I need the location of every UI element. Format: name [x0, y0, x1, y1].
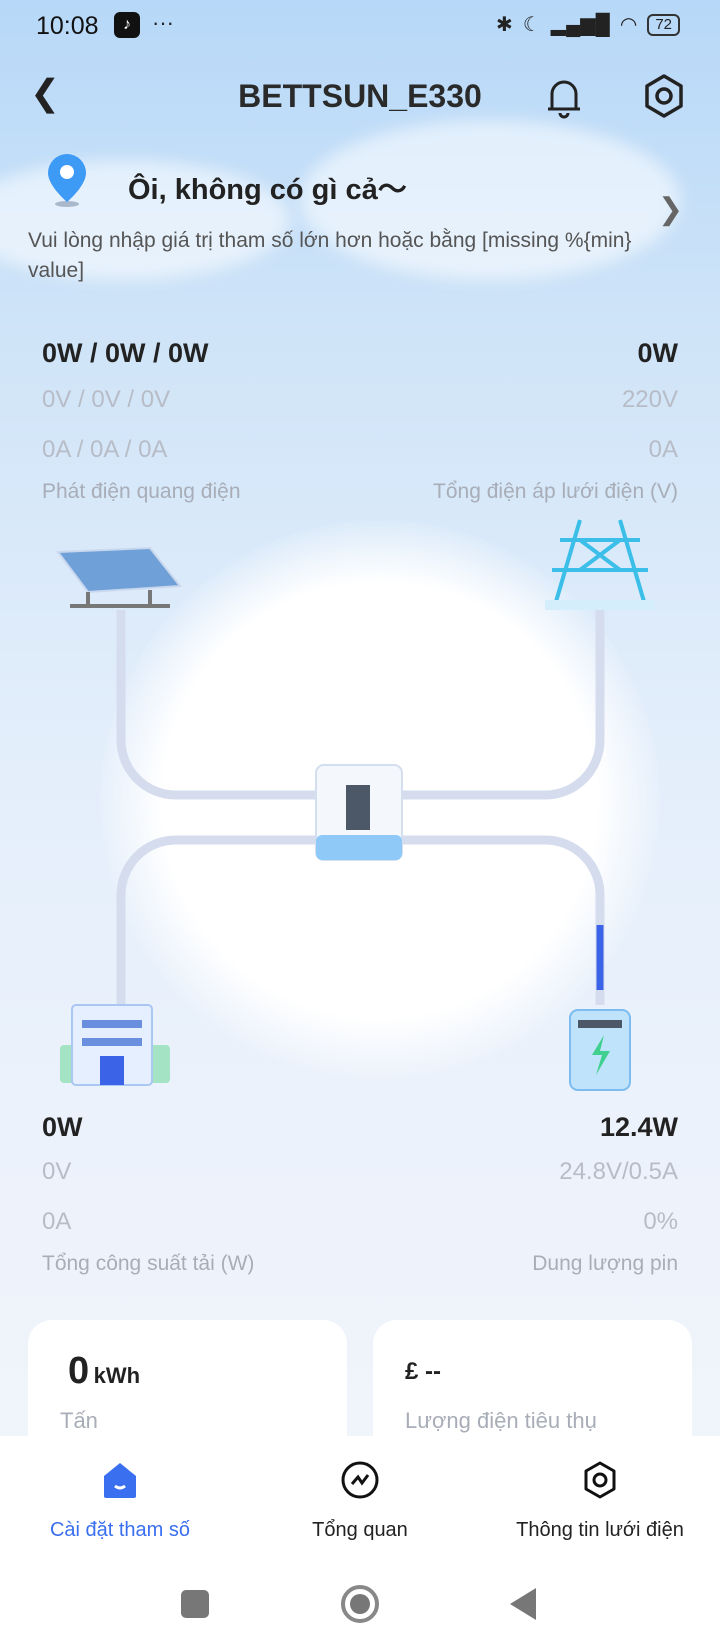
load-power: 0W	[42, 1112, 83, 1142]
battery-icon: 72	[647, 13, 680, 36]
tab-label: Tổng quan	[312, 1519, 408, 1541]
grid-current: 0A	[648, 436, 678, 463]
moon-icon: ☾	[522, 14, 541, 36]
pv-voltage: 0V / 0V / 0V	[42, 386, 171, 413]
building-icon	[60, 1004, 170, 1086]
tab-label: Thông tin lưới điện	[516, 1519, 684, 1541]
tab-grid-info[interactable]: Thông tin lưới điện	[480, 1460, 720, 1542]
status-icons: ✱ ☾ ▂▄▆█ ◠ 72	[496, 12, 680, 37]
power-tower-icon	[545, 519, 655, 610]
home-button[interactable]	[341, 1585, 379, 1623]
wifi-icon: ◠	[619, 14, 638, 36]
battery-device-icon	[569, 1009, 631, 1091]
pv-current: 0A / 0A / 0A	[42, 436, 168, 463]
grid-power: 0W	[637, 338, 679, 368]
load-label: Tổng công suất tải (W)	[42, 1252, 255, 1275]
bluetooth-icon: ✱	[496, 14, 513, 36]
signal-icon: ▂▄▆█	[550, 14, 610, 36]
home-icon	[104, 1463, 136, 1498]
energy-value: 0	[68, 1350, 90, 1392]
back-button[interactable]: ❮	[30, 72, 61, 113]
more-notifications-icon: ···	[152, 10, 174, 35]
chart-trend-icon	[341, 1461, 379, 1499]
settings-button[interactable]	[640, 72, 688, 125]
tiktok-icon: ♪	[114, 12, 140, 38]
energy-flow-diagram	[56, 519, 655, 1091]
location-pin-icon	[44, 152, 90, 213]
load-voltage: 0V	[42, 1158, 72, 1185]
pv-label: Phát điện quang điện	[42, 480, 241, 503]
tab-parameter-settings[interactable]: Cài đặt tham số	[0, 1460, 240, 1542]
hexagon-settings-icon	[584, 1461, 616, 1499]
notification-button[interactable]	[540, 72, 588, 125]
tab-label: Cài đặt tham số	[49, 1519, 191, 1541]
battery-soc: 0%	[643, 1208, 678, 1235]
tab-overview[interactable]: Tổng quan	[240, 1460, 480, 1542]
status-time: 10:08	[36, 12, 99, 40]
load-current: 0A	[42, 1208, 72, 1235]
notice-title[interactable]: Ôi, không có gì cả～	[128, 174, 407, 206]
gear-icon	[645, 74, 683, 118]
solar-panel-icon	[56, 546, 182, 608]
battery-power: 12.4W	[599, 1112, 678, 1142]
bell-icon	[548, 80, 580, 119]
system-back-button[interactable]	[510, 1588, 536, 1620]
battery-label: Dung lượng pin	[532, 1252, 678, 1275]
notice-message: Vui lòng nhập giá trị tham số lớn hơn ho…	[28, 229, 632, 282]
grid-label: Tổng điện áp lưới điện (V)	[433, 480, 678, 503]
battery-voltage-current: 24.8V/0.5A	[559, 1158, 678, 1185]
grid-voltage: 220V	[621, 386, 678, 413]
inverter-icon	[315, 764, 403, 861]
energy-unit: kWh	[93, 1363, 141, 1388]
chevron-right-icon[interactable]: ❯	[658, 193, 684, 226]
consumption-value: £ --	[405, 1358, 441, 1385]
recent-apps-button[interactable]	[181, 1590, 209, 1618]
consumption-label: Lượng điện tiêu thụ	[405, 1408, 597, 1433]
page-title: BETTSUN_E330	[238, 78, 482, 114]
energy-label: Tấn	[60, 1408, 98, 1433]
pv-power: 0W / 0W / 0W	[42, 338, 209, 368]
